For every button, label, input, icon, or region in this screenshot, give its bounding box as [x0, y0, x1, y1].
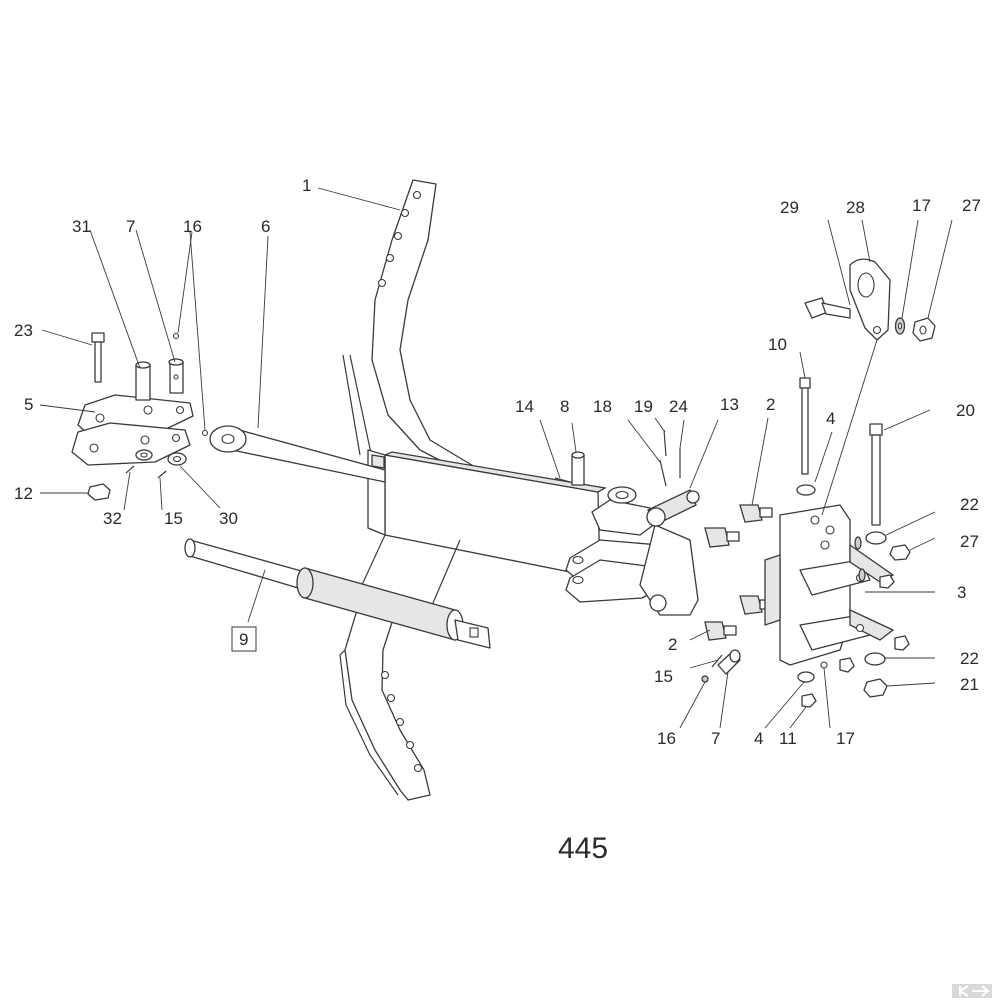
callout-16-lower: 16 — [657, 729, 676, 748]
washer-part-4-top — [796, 484, 816, 496]
callout-7: 7 — [126, 217, 135, 236]
washer-part-17-upper — [894, 317, 906, 335]
callout-27-lower: 27 — [960, 532, 979, 551]
callout-15-lower: 15 — [654, 667, 673, 686]
bolt-part-29 — [804, 297, 851, 319]
pin-part-8 — [571, 451, 585, 486]
callout-29: 29 — [780, 198, 799, 217]
callout-30: 30 — [219, 509, 238, 528]
nut-part-21 — [863, 678, 888, 698]
split-pins-left — [125, 465, 167, 479]
callout-31: 31 — [72, 217, 91, 236]
callout-13: 13 — [720, 395, 739, 414]
link-plates-part-5 — [71, 394, 194, 466]
clip-part-16-right — [701, 654, 723, 683]
callout-6: 6 — [261, 217, 270, 236]
callout-20: 20 — [956, 401, 975, 420]
nut-part-11 — [801, 693, 817, 708]
callout-17-lower: 17 — [836, 729, 855, 748]
callout-27: 27 — [962, 196, 981, 215]
callout-7-lower: 7 — [711, 729, 720, 748]
eye-plate-part-28 — [849, 258, 891, 341]
callout-3: 3 — [957, 583, 966, 602]
pin-part-7-left — [168, 358, 184, 394]
pivot-bracket-part-13 — [565, 486, 700, 616]
callout-2-lower: 2 — [668, 635, 677, 654]
callout-16: 16 — [183, 217, 202, 236]
nut-part-12 — [87, 483, 111, 501]
callout-21: 21 — [960, 675, 979, 694]
connector-line-28-to-3 — [821, 339, 878, 516]
callout-14: 14 — [515, 397, 534, 416]
corner-logo-mark — [952, 984, 992, 998]
callout-8: 8 — [560, 397, 569, 416]
washer-part-4-bottom — [797, 671, 815, 683]
pin-part-18 — [659, 459, 667, 487]
pin-part-19-24 — [663, 429, 681, 478]
bolt-part-10 — [799, 377, 811, 475]
callout-28: 28 — [846, 198, 865, 217]
washer-part-17-lower — [820, 661, 828, 669]
callout-1: 1 — [302, 176, 311, 195]
bracket-part-3 — [764, 504, 895, 666]
callout-32: 32 — [103, 509, 122, 528]
callout-18: 18 — [593, 397, 612, 416]
nut-part-27-lower — [839, 544, 911, 673]
callout-9-box — [231, 626, 257, 652]
callout-22: 22 — [960, 495, 979, 514]
callout-10: 10 — [768, 335, 787, 354]
washer-part-30 — [167, 452, 187, 466]
hydraulic-cylinder-part-9 — [184, 538, 491, 649]
callout-19: 19 — [634, 397, 653, 416]
callout-5: 5 — [24, 395, 33, 414]
callout-2: 2 — [766, 395, 775, 414]
callout-22-lower: 22 — [960, 649, 979, 668]
callout-12: 12 — [14, 484, 33, 503]
a-frame-part-1 — [339, 179, 607, 801]
callout-4-lower: 4 — [754, 729, 763, 748]
washer-small-right — [854, 536, 866, 582]
leader-lines — [39, 187, 953, 729]
diagram-number: 445 — [558, 832, 608, 865]
pin-part-14 — [554, 477, 571, 483]
callout-labels: 1 31 7 16 6 23 5 12 32 15 30 9 14 8 18 1… — [14, 176, 981, 748]
clip-part-16-left — [172, 332, 209, 437]
rubber-mount-part-2 — [704, 504, 773, 641]
nut-part-27-upper — [912, 317, 936, 342]
washer-part-22 — [864, 531, 887, 666]
top-link-part-6 — [209, 425, 386, 483]
bolt-part-23 — [91, 332, 105, 383]
callout-15: 15 — [164, 509, 183, 528]
pin-part-7-right — [717, 649, 741, 675]
callout-17: 17 — [912, 196, 931, 215]
callout-11: 11 — [779, 729, 797, 748]
washer-part-32 — [135, 449, 153, 461]
callout-4: 4 — [826, 409, 835, 428]
callout-24: 24 — [669, 397, 688, 416]
callout-23: 23 — [14, 321, 33, 340]
pin-part-31 — [135, 361, 151, 401]
bolt-part-20 — [869, 423, 883, 526]
callout-9: 9 — [239, 630, 248, 649]
